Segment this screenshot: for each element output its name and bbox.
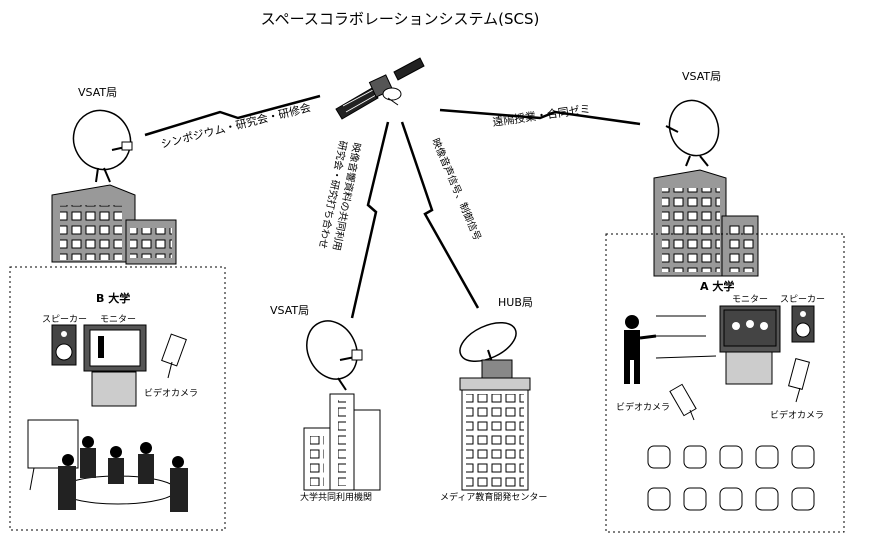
satellite-dish-icon	[306, 320, 363, 391]
building-icon	[51, 184, 177, 265]
satellite-icon	[335, 57, 425, 120]
link-hub-lightning	[400, 121, 480, 309]
monitor-b-label: モニター	[100, 314, 136, 325]
building-icon	[653, 169, 759, 277]
video-camera-icon	[669, 383, 697, 421]
building-icon	[303, 393, 381, 491]
link-right-lightning	[439, 108, 641, 126]
meeting-people-icon	[27, 419, 188, 512]
vsat-left-label: VSAT局	[78, 86, 117, 99]
b-univ-label: B 大学	[96, 291, 130, 305]
a-univ-label: A 大学	[700, 279, 734, 293]
building-icon	[459, 377, 531, 491]
media-center-label: メディア教育開発センター	[440, 491, 547, 503]
connector-line	[655, 355, 717, 359]
audience-seats-icon	[647, 445, 815, 511]
vsat-right-label: VSAT局	[682, 70, 721, 83]
camera-b-label: ビデオカメラ	[144, 387, 198, 399]
a-univ-area	[605, 233, 845, 533]
b-univ-area	[9, 266, 226, 531]
link-right-label: 遠隔授業・合同ゼミ	[491, 101, 591, 129]
monitor-icon	[719, 305, 781, 385]
hub-label: HUB局	[498, 296, 533, 309]
camera-a1-label: ビデオカメラ	[616, 401, 670, 413]
vsat-center-label: VSAT局	[270, 304, 309, 317]
lecturer-icon	[624, 315, 657, 384]
link-left-label: シンポジウム・研究会・研修会	[159, 100, 312, 151]
speaker-a-label: スピーカー	[780, 294, 825, 305]
satellite-dish-icon	[72, 109, 133, 183]
link-center-lightning	[350, 121, 390, 319]
speaker-icon	[51, 324, 77, 366]
camera-a2-label: ビデオカメラ	[770, 409, 824, 421]
speaker-b-label: スピーカー	[42, 314, 87, 325]
monitor-icon	[83, 324, 147, 407]
satellite-dish-icon	[665, 99, 720, 167]
hub-dish-icon	[459, 321, 517, 379]
diagram-title: スペースコラボレーションシステム(SCS)	[261, 10, 540, 28]
speaker-icon	[791, 305, 815, 343]
link-left-lightning	[144, 94, 321, 137]
monitor-a-label: モニター	[732, 294, 768, 305]
video-camera-icon	[788, 358, 810, 403]
inter-univ-label: 大学共同利用機関	[300, 491, 372, 503]
video-camera-icon	[161, 333, 187, 379]
link-hub-label: 映像音声信号、制御信号	[429, 136, 484, 242]
